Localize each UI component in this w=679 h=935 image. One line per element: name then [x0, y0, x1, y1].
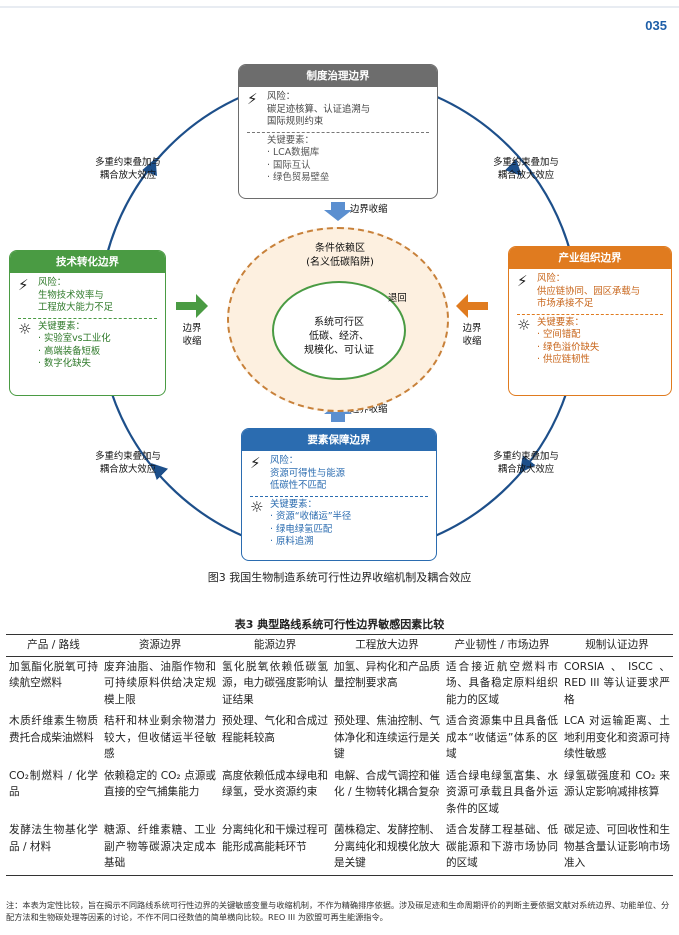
- loop-arrow-br: [519, 455, 536, 474]
- figure-caption: 图3 我国生物制造系统可行性边界收缩机制及耦合效应: [207, 571, 472, 584]
- table-cell: 秸秆和林业剩余物潜力较大，但收储运半径敏感: [104, 715, 216, 760]
- loop-label-bl: 多重约束叠加与耦合放大效应: [95, 451, 161, 475]
- lightbulb-icon: ☼: [250, 497, 264, 516]
- box-institution-boundary: 制度治理边界 ⚡ 风险： 碳足迹核算、认证追溯与 国际规则约束 关键要素： · …: [238, 64, 438, 199]
- table-header-row: 产品 / 路线 资源边界 能源边界 工程放大边界 产业韧性 / 市场边界 规制认…: [6, 634, 673, 657]
- loop-arrow-tl: [142, 158, 157, 177]
- box-industry-boundary: 产业组织边界 ⚡ 风险： 供应链协同、园区承载与 市场承接不足 ☼ 关键要素： …: [508, 246, 672, 396]
- box-title: 制度治理边界: [239, 65, 437, 87]
- feasible-zone-label: 系统可行区 低碳、经济、 规模化、可认证: [304, 317, 374, 356]
- lightning-icon: ⚡: [18, 276, 29, 294]
- table-header: 产品 / 路线: [6, 634, 101, 657]
- table-row: CO₂制燃料 / 化学品 依赖稳定的 CO₂ 点源或直接的空气捕集能力 高度依赖…: [6, 766, 673, 821]
- table-cell: 依赖稳定的 CO₂ 点源或直接的空气捕集能力: [104, 769, 216, 799]
- shrink-label-right: 边界收缩: [462, 323, 482, 347]
- table-cell: 碳足迹、可回收性和生物基含量认证影响市场准入: [561, 820, 673, 876]
- shrink-label-left: 边界收缩: [182, 323, 202, 347]
- table-cell: 糖源、纤维素糖、工业副产物等碳源决定成本基础: [101, 820, 219, 876]
- loop-label-tr: 多重约束叠加与耦合放大效应: [493, 157, 559, 181]
- lightbulb-icon: ☼: [18, 319, 32, 338]
- loop-label-tl: 多重约束叠加与耦合放大效应: [95, 157, 161, 181]
- box-factor-boundary: 要素保障边界 ⚡ 风险： 资源可得性与能源 低碳性不匹配 ☼ 关键要素： · 资…: [241, 428, 437, 561]
- table-cell: 适合接近航空燃料市场、具备稳定原料组织能力的区域: [446, 660, 558, 706]
- table-cell: CORSIA、ISCC、RED III 等认证要求严格: [564, 660, 670, 706]
- shrink-label-top: 边界收缩: [350, 204, 388, 215]
- box-title: 要素保障边界: [242, 429, 436, 451]
- box-title: 技术转化边界: [10, 251, 165, 273]
- table-header: 工程放大边界: [331, 634, 443, 657]
- box-tech-boundary: 技术转化边界 ⚡ 风险： 生物技术效率与 工程放大能力不足 ☼ 关键要素： · …: [9, 250, 166, 396]
- table-cell: 氢化脱氧依赖低碳氢源，电力碳强度影响认证结果: [222, 660, 328, 706]
- table-cell: 高度依赖低成本绿电和绿氢，受水资源约束: [222, 769, 328, 799]
- table-cell: 加氢酯化脱氧可持续航空燃料: [9, 660, 98, 690]
- shrink-label-bottom: 边界收缩: [350, 404, 388, 415]
- arrow-up-from-factor: [324, 403, 352, 422]
- table-row: 发酵法生物基化学品 / 材料 糖源、纤维素糖、工业副产物等碳源决定成本基础 分离…: [6, 820, 673, 876]
- loop-arrow-bl: [151, 463, 169, 481]
- lightning-icon: ⚡: [247, 90, 258, 108]
- feasible-zone: [272, 281, 406, 380]
- table-note: 注：本表为定性比较，旨在揭示不同路线系统可行性边界的关键敏感变量与收缩机制，不作…: [6, 900, 670, 922]
- table-title: 表3 典型路线系统可行性边界敏感因素比较: [234, 618, 445, 631]
- loop-label-br: 多重约束叠加与耦合放大效应: [493, 451, 559, 475]
- table-row: 加氢酯化脱氧可持续航空燃料 废弃油脂、油脂作物和可持续原料供给决定规模上限 氢化…: [6, 656, 673, 711]
- table-cell: 电解、合成气调控和催化 / 生物转化耦合复杂: [334, 769, 440, 799]
- table-cell: 加氢、异构化和产品质量控制要求高: [334, 660, 440, 690]
- table-cell: CO₂制燃料 / 化学品: [9, 769, 98, 799]
- table-cell: LCA 对运输距离、土地利用变化和资源可持续性敏感: [564, 715, 670, 760]
- lightning-icon: ⚡: [517, 272, 528, 290]
- table-cell: 废弃油脂、油脂作物和可持续原料供给决定规模上限: [104, 660, 216, 706]
- table-header: 资源边界: [101, 634, 219, 657]
- table-header: 规制认证边界: [561, 634, 673, 657]
- table-row: 木质纤维素生物质费托合成柴油燃料 秸秆和林业剩余物潜力较大，但收储运半径敏感 预…: [6, 711, 673, 766]
- table-header: 产业韧性 / 市场边界: [443, 634, 561, 657]
- table-cell: 预处理、气化和合成过程能耗较高: [222, 715, 328, 744]
- table-cell: 菌株稳定、发酵控制、分离纯化和规模化放大是关键: [331, 820, 443, 876]
- box-title: 产业组织边界: [509, 247, 671, 269]
- comparison-table: 产品 / 路线 资源边界 能源边界 工程放大边界 产业韧性 / 市场边界 规制认…: [6, 634, 673, 876]
- table-cell: 适合资源集中且具备低成本“收储运”体系的区域: [446, 715, 558, 760]
- table-cell: 适合绿电绿氢富集、水资源可承载且具备外运条件的区域: [446, 769, 558, 815]
- lightbulb-icon: ☼: [517, 315, 531, 334]
- table-cell: 适合发酵工程基础、低碳能源和下游市场协同的区域: [443, 820, 561, 876]
- table-cell: 分离纯化和干燥过程可能形成高能耗环节: [219, 820, 331, 876]
- table-cell: 发酵法生物基化学品 / 材料: [6, 820, 101, 876]
- table-header: 能源边界: [219, 634, 331, 657]
- table-cell: 预处理、焦油控制、气体净化和连续运行是关键: [334, 715, 440, 760]
- page-number: 035: [645, 18, 667, 33]
- lightning-icon: ⚡: [250, 454, 261, 472]
- arrow-left-from-industry: [456, 294, 488, 318]
- table-cell: 绿氢碳强度和 CO₂ 来源认定影响减排核算: [564, 769, 670, 799]
- loop-arrow-tr: [504, 158, 522, 176]
- conditional-zone-label: 条件依赖区(名义低碳陷阱): [306, 243, 374, 268]
- top-rule: [0, 6, 679, 8]
- arrow-right-from-tech: [176, 294, 208, 318]
- table-cell: 木质纤维素生物质费托合成柴油燃料: [9, 715, 98, 744]
- retreat-label: 退回: [388, 293, 407, 304]
- arrow-down-from-institution: [324, 202, 352, 221]
